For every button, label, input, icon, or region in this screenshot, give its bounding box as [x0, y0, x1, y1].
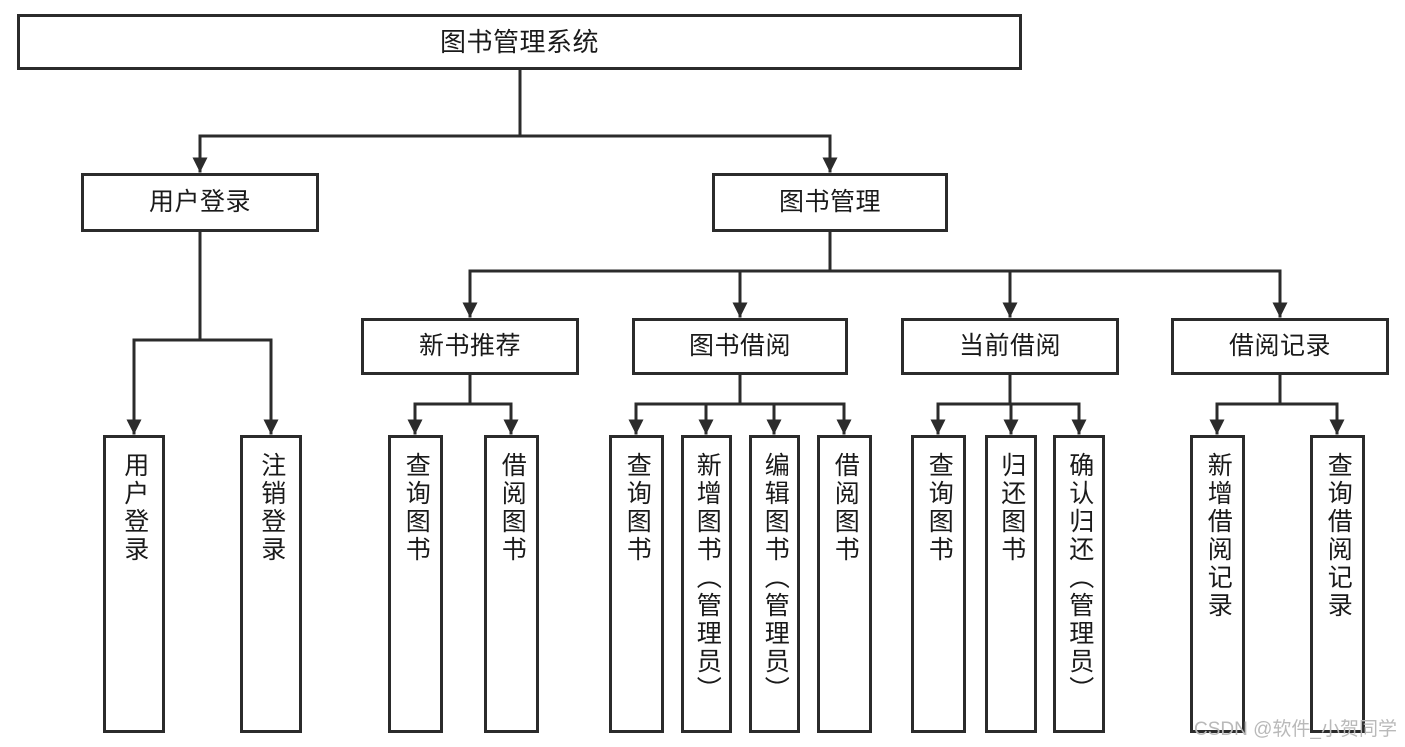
node-root-system[interactable]: 图书管理系统 [17, 14, 1022, 70]
node-leaf-borrow-query-book[interactable]: 查询图书 [609, 435, 664, 733]
node-leaf-current-return-book[interactable]: 归还图书 [985, 435, 1037, 733]
node-label: 图书管理系统 [439, 26, 599, 57]
node-label: 查询图书 [925, 452, 954, 564]
node-borrowing-record[interactable]: 借阅记录 [1171, 318, 1389, 375]
node-leaf-query-borrow-record[interactable]: 查询借阅记录 [1310, 435, 1365, 733]
node-label: 确认归还（管理员） [1065, 452, 1094, 704]
node-leaf-add-borrow-record[interactable]: 新增借阅记录 [1190, 435, 1245, 733]
node-book-borrowing[interactable]: 图书借阅 [632, 318, 848, 375]
node-label: 新增借阅记录 [1204, 452, 1233, 620]
node-book-management[interactable]: 图书管理 [712, 173, 948, 232]
node-label: 查询借阅记录 [1324, 452, 1353, 620]
node-label: 新增图书（管理员） [693, 452, 722, 704]
node-label: 编辑图书（管理员） [761, 452, 790, 704]
node-label: 查询图书 [402, 452, 431, 564]
node-leaf-current-confirm-return[interactable]: 确认归还（管理员） [1053, 435, 1105, 733]
node-label: 用户登录 [120, 452, 149, 564]
node-leaf-current-query-book[interactable]: 查询图书 [911, 435, 966, 733]
node-user-login[interactable]: 用户登录 [81, 173, 319, 232]
node-leaf-borrow-borrow-book[interactable]: 借阅图书 [817, 435, 872, 733]
node-leaf-borrow-edit-book[interactable]: 编辑图书（管理员） [749, 435, 800, 733]
node-label: 归还图书 [997, 452, 1026, 564]
node-label: 借阅图书 [831, 452, 860, 564]
node-leaf-user-login[interactable]: 用户登录 [103, 435, 165, 733]
node-current-borrowing[interactable]: 当前借阅 [901, 318, 1119, 375]
node-new-book-recommendation[interactable]: 新书推荐 [361, 318, 579, 375]
node-label: 当前借阅 [958, 331, 1061, 360]
node-leaf-rec-borrow-book[interactable]: 借阅图书 [484, 435, 539, 733]
node-label: 注销登录 [257, 452, 286, 564]
node-leaf-borrow-add-book[interactable]: 新增图书（管理员） [681, 435, 732, 733]
node-label: 借阅记录 [1228, 331, 1331, 360]
node-label: 图书管理 [778, 187, 881, 216]
node-label: 新书推荐 [418, 331, 521, 360]
node-label: 用户登录 [148, 187, 251, 216]
csdn-watermark: CSDN @软件_小贺同学 [1194, 719, 1397, 740]
node-label: 图书借阅 [688, 331, 791, 360]
node-label: 借阅图书 [498, 452, 527, 564]
node-leaf-user-logout[interactable]: 注销登录 [240, 435, 302, 733]
node-leaf-rec-query-book[interactable]: 查询图书 [388, 435, 443, 733]
node-label: 查询图书 [623, 452, 652, 564]
